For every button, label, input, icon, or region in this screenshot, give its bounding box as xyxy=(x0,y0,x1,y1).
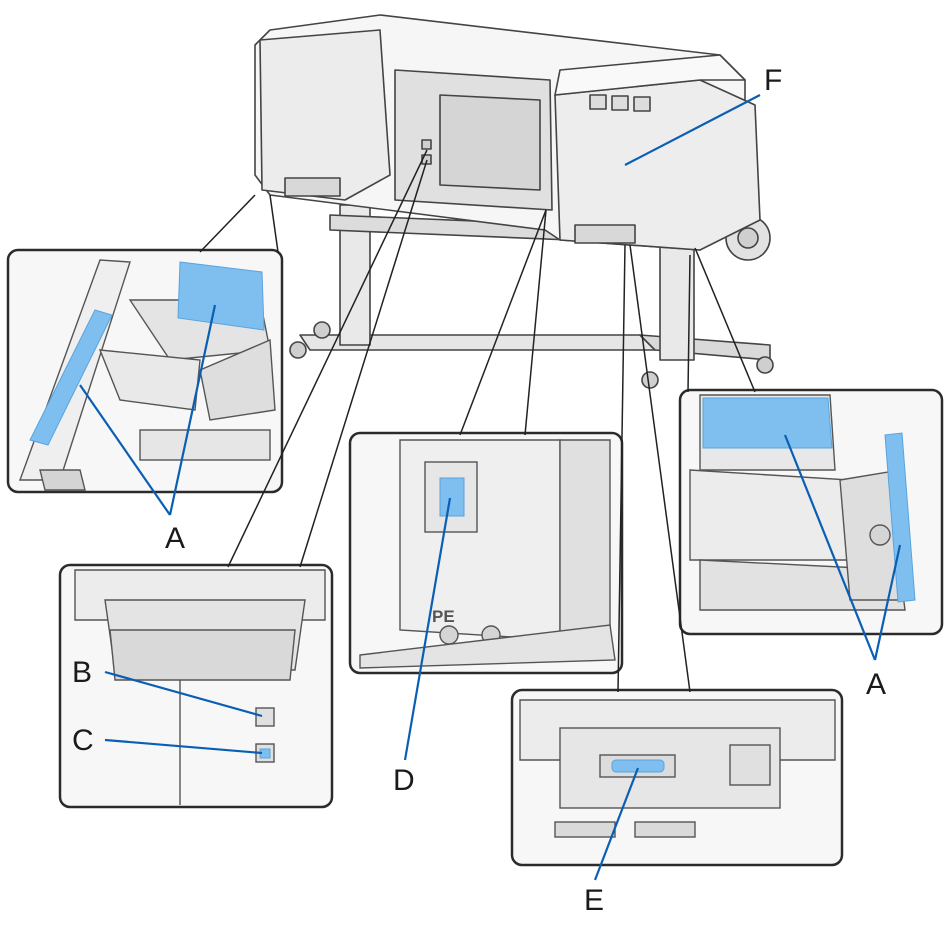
detail-panel-bc xyxy=(58,563,334,809)
detail-panel-e xyxy=(510,688,844,867)
label-c: C xyxy=(72,724,94,757)
callout-leaders xyxy=(79,94,902,881)
highlight-a-left-strip xyxy=(29,309,113,446)
detail-panel-d: PE xyxy=(348,431,624,675)
power-inlet-highlight xyxy=(439,477,465,517)
label-a-right: A xyxy=(866,668,886,701)
label-f: F xyxy=(764,64,782,97)
parallel-port-highlight xyxy=(611,759,665,773)
detail-panel-right-a xyxy=(678,388,944,636)
highlight-a-right-block xyxy=(702,397,833,449)
highlight-a-right-strip xyxy=(884,432,916,603)
label-b: B xyxy=(72,656,92,689)
printer-illustration xyxy=(254,14,774,389)
pe-mark: PE xyxy=(432,607,455,626)
highlight-a-left-block xyxy=(177,261,265,331)
label-a-left: A xyxy=(165,522,185,555)
connector-lines xyxy=(199,149,756,693)
label-d: D xyxy=(393,764,415,797)
label-e: E xyxy=(584,884,604,917)
detail-panel-left-a xyxy=(6,248,284,494)
